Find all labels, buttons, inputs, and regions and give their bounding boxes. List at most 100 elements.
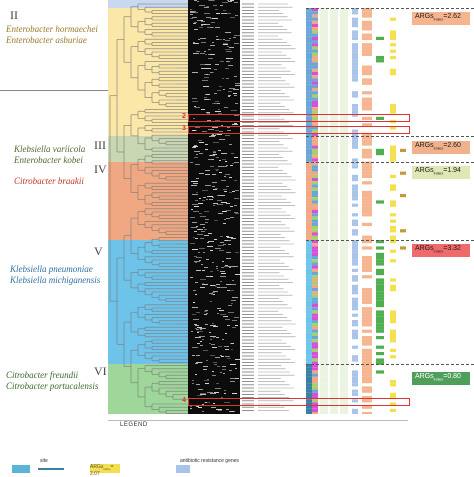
matrix-cell — [312, 213, 318, 217]
matrix-cell — [320, 43, 328, 47]
matrix-cell — [320, 284, 328, 288]
gel-band — [212, 127, 218, 128]
gel-band — [224, 266, 228, 267]
matrix-cell — [362, 268, 372, 272]
matrix-cell — [340, 265, 348, 269]
matrix-cell — [362, 81, 372, 85]
matrix-cell — [320, 30, 328, 34]
gel-band — [197, 327, 202, 328]
matrix-cell — [352, 313, 358, 317]
gel-band — [208, 129, 214, 130]
matrix-cell — [340, 110, 348, 114]
gel-band — [206, 199, 208, 200]
matrix-cell — [330, 210, 338, 214]
gel-band — [224, 176, 226, 177]
matrix-cell — [362, 14, 372, 18]
matrix-cell — [330, 268, 338, 272]
gel-band — [220, 5, 223, 6]
gel-band — [221, 202, 227, 203]
species-label: Citrobacter portucalensis — [6, 381, 99, 391]
matrix-cell — [340, 304, 348, 308]
matrix-cell — [306, 116, 312, 120]
matrix-cell — [390, 104, 396, 108]
matrix-cell — [306, 265, 312, 269]
matrix-cell — [390, 213, 396, 217]
matrix-cell — [362, 313, 372, 317]
gel-band — [226, 58, 229, 59]
gel-band — [201, 24, 206, 25]
matrix-cell — [306, 399, 312, 403]
matrix-cell — [352, 20, 358, 24]
gel-band — [212, 103, 215, 104]
matrix-cell — [312, 226, 318, 230]
matrix-cell — [362, 136, 372, 140]
matrix-cell — [340, 148, 348, 152]
matrix-cell — [340, 56, 348, 60]
matrix-cell — [312, 56, 318, 60]
matrix-cell — [362, 190, 372, 194]
gel-band — [212, 323, 214, 324]
matrix-cell — [320, 206, 328, 210]
matrix-cell — [390, 110, 396, 114]
args-index-v: ARGsindex=3.32 — [412, 244, 470, 257]
matrix-cell — [376, 361, 384, 365]
matrix-cell — [352, 110, 358, 114]
matrix-cell — [320, 316, 328, 320]
matrix-cell — [376, 252, 384, 256]
matrix-cell — [320, 40, 328, 44]
gel-band — [213, 337, 215, 338]
gel-band — [210, 45, 215, 46]
matrix-cell — [312, 358, 318, 362]
matrix-cell — [390, 17, 396, 21]
matrix-cell — [306, 24, 312, 28]
matrix-cell — [320, 310, 328, 314]
matrix-cell — [320, 178, 328, 182]
matrix-cell — [340, 345, 348, 349]
matrix-cell — [340, 361, 348, 365]
matrix-cell — [330, 142, 338, 146]
gel-band — [210, 339, 212, 340]
matrix-cell — [330, 190, 338, 194]
gel-band — [209, 0, 215, 1]
gel-band — [227, 358, 231, 359]
gel-band — [226, 236, 229, 237]
gel-band — [224, 107, 228, 108]
matrix-cell — [320, 219, 328, 223]
matrix-cell — [376, 326, 384, 330]
matrix-cell — [330, 8, 338, 12]
matrix-cell — [306, 316, 312, 320]
matrix-cell — [306, 232, 312, 236]
matrix-cell — [340, 380, 348, 384]
matrix-cell — [320, 46, 328, 50]
matrix-cell — [330, 194, 338, 198]
matrix-cell — [320, 235, 328, 239]
gel-band — [200, 341, 202, 342]
gel-band — [226, 252, 231, 253]
gel-band — [206, 360, 208, 361]
matrix-cell — [352, 320, 358, 324]
matrix-cell — [320, 17, 328, 21]
species-label: Enterobacter asburiae — [6, 35, 87, 45]
gel-band — [230, 378, 235, 379]
matrix-cell — [352, 389, 358, 393]
legend-resistance-label: antibiotic resistance genes — [180, 458, 239, 464]
gel-band — [219, 131, 223, 132]
matrix-cell — [330, 396, 338, 400]
matrix-cell — [362, 265, 372, 269]
matrix-cell — [330, 24, 338, 28]
matrix-cell — [312, 94, 318, 98]
gel-band — [223, 244, 226, 245]
matrix-cell — [320, 62, 328, 66]
matrix-cell — [352, 59, 358, 63]
matrix-cell — [312, 129, 318, 133]
matrix-cell — [306, 256, 312, 260]
gel-band — [202, 131, 207, 132]
matrix-cell — [330, 352, 338, 356]
gel-band — [210, 325, 216, 326]
matrix-cell — [390, 313, 396, 317]
matrix-cell — [312, 329, 318, 333]
gel-band — [210, 301, 212, 302]
matrix-cell — [306, 200, 312, 204]
matrix-cell — [312, 162, 318, 166]
matrix-cell — [306, 364, 312, 368]
